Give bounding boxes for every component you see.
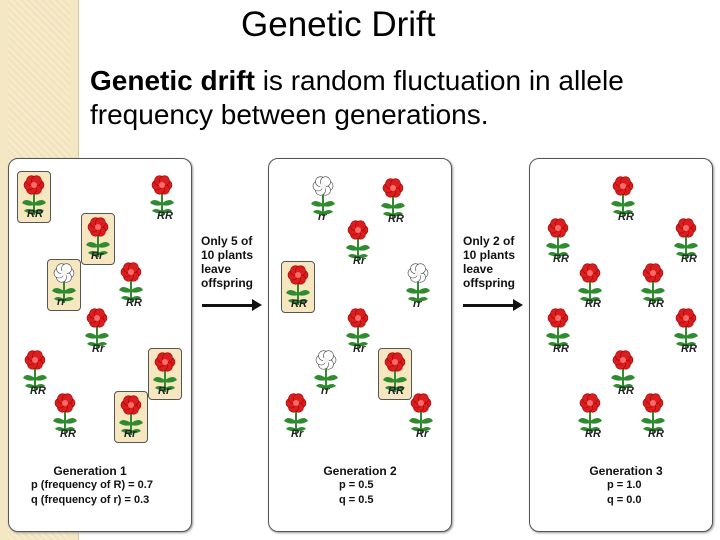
generation-p-line: p = 0.5 (339, 479, 374, 491)
genotype-label: rr (413, 298, 422, 310)
plant-red-flower (281, 391, 311, 439)
body-bold-term: Genetic drift (90, 65, 255, 96)
generation-p-line: p = 1.0 (607, 479, 642, 491)
arrow-2 (463, 299, 523, 311)
plant-red-flower (638, 391, 668, 439)
plant-red-flower (281, 261, 315, 313)
genotype-label: RR (681, 253, 697, 265)
slide-body-text: Genetic drift is random fluctuation in a… (90, 64, 690, 132)
genotype-label: RR (157, 210, 173, 222)
plant-red-flower (116, 260, 146, 308)
genotype-label: RR (553, 343, 569, 355)
plant-red-flower (671, 306, 701, 354)
plant-red-flower (378, 176, 408, 224)
arrow-caption-line: leave (463, 262, 494, 276)
genotype-label: Rr (416, 428, 429, 440)
generation-label: Generation 3 (589, 464, 663, 478)
genotype-label: Rr (92, 343, 105, 355)
generation-q-line: q = 0.0 (607, 494, 642, 506)
plant-red-flower (608, 174, 638, 222)
genotype-label: RR (585, 428, 601, 440)
genotype-label: RR (618, 211, 634, 223)
genotype-label: RR (553, 253, 569, 265)
genotype-label: RR (648, 298, 664, 310)
arrow-caption-line: offspring (463, 276, 515, 290)
plant-red-flower (81, 213, 115, 265)
arrow-caption-line: Only 5 of (201, 234, 253, 248)
plant-white-flower (308, 174, 338, 222)
plant-red-flower (20, 348, 50, 396)
arrow-caption-line: leave (201, 262, 232, 276)
generation-label: Generation 2 (323, 464, 397, 478)
body-rest: is random fluctuation in allele frequenc… (90, 65, 624, 130)
generation-q-line: q = 0.5 (339, 494, 374, 506)
plant-red-flower (82, 306, 112, 354)
genotype-label: Rr (158, 385, 171, 397)
genotype-label: Rr (291, 428, 304, 440)
genotype-label: RR (681, 343, 697, 355)
arrow-caption-line: 10 plants (463, 248, 516, 262)
genotype-label: RR (388, 385, 404, 397)
generation-p-line: p (frequency of R) = 0.7 (31, 479, 153, 491)
genotype-label: Rr (91, 250, 104, 262)
genotype-label: rr (318, 211, 327, 223)
arrow-2-caption: Only 2 of 10 plants leave offspring (463, 234, 515, 290)
genotype-label: RR (27, 208, 43, 220)
plant-red-flower (148, 348, 182, 400)
arrow-1 (202, 299, 262, 311)
genotype-label: RR (126, 297, 142, 309)
plant-red-flower (50, 391, 80, 439)
plant-red-flower (543, 216, 573, 264)
plant-red-flower (543, 306, 573, 354)
plant-red-flower (378, 348, 412, 400)
genotype-label: RR (30, 385, 46, 397)
genotype-label: RR (388, 213, 404, 225)
genotype-label: RR (618, 385, 634, 397)
plant-red-flower (17, 171, 51, 223)
plant-white-flower (311, 348, 341, 396)
arrow-caption-line: 10 plants (201, 248, 254, 262)
plant-red-flower (147, 173, 177, 221)
generation-q-line: q (frequency of r) = 0.3 (31, 494, 150, 506)
plant-red-flower (608, 348, 638, 396)
genotype-label: RR (585, 298, 601, 310)
generation-label: Generation 1 (53, 464, 127, 478)
plant-red-flower (638, 261, 668, 309)
plant-red-flower (575, 261, 605, 309)
genotype-label: Rr (124, 428, 137, 440)
plant-red-flower (343, 218, 373, 266)
arrow-caption-line: Only 2 of (463, 234, 515, 248)
slide-title: Genetic Drift (241, 5, 436, 44)
plant-red-flower (406, 391, 436, 439)
genotype-label: rr (57, 296, 66, 308)
arrow-caption-line: offspring (201, 276, 253, 290)
genotype-label: RR (60, 428, 76, 440)
plant-red-flower (575, 391, 605, 439)
genotype-label: Rr (353, 255, 366, 267)
genotype-label: Rr (353, 343, 366, 355)
genotype-label: rr (321, 385, 330, 397)
plant-red-flower (671, 216, 701, 264)
plant-red-flower (343, 306, 373, 354)
plant-white-flower (403, 261, 433, 309)
arrow-1-caption: Only 5 of 10 plants leave offspring (201, 234, 253, 290)
plant-red-flower (114, 391, 148, 443)
genotype-label: RR (291, 298, 307, 310)
plant-white-flower (47, 259, 81, 311)
genotype-label: RR (648, 428, 664, 440)
